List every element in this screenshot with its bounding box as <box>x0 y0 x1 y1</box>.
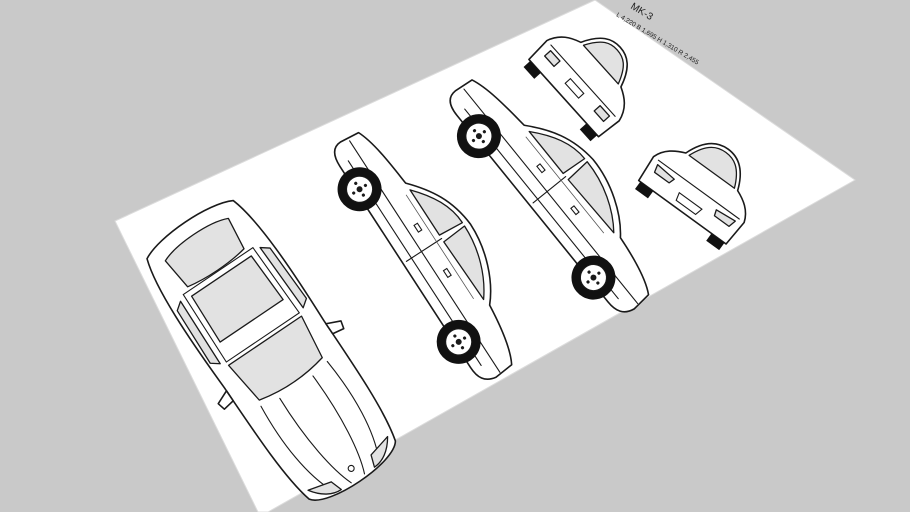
wheel-front-right <box>456 114 501 159</box>
wheel-front-left <box>337 167 382 212</box>
car-top-view <box>146 199 397 501</box>
car-rear-view <box>523 36 628 142</box>
car-side-view-left <box>333 131 513 381</box>
wheel-rear-left <box>436 319 481 364</box>
wheel-rear-right <box>571 255 616 300</box>
car-side-view-right <box>449 79 650 313</box>
car-front-view <box>635 142 747 251</box>
